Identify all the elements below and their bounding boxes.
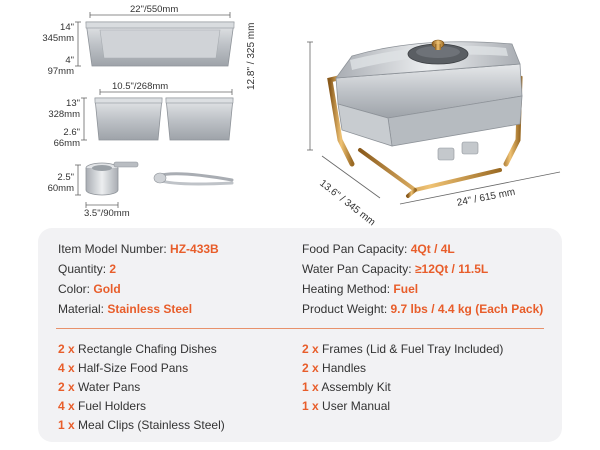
food-pan-drawing (75, 12, 235, 67)
content-qty: 4 x (58, 399, 75, 413)
food-pan-depth-in: 14" (60, 22, 74, 33)
food-pan-width-label: 22"/550mm (130, 4, 179, 15)
food-pan-height-label: 4" 97mm (40, 55, 74, 77)
spec-weight-label: Product Weight: (302, 302, 388, 316)
content-qty: 2 x (302, 342, 319, 356)
half-pan-depth-label: 13" 328mm (40, 98, 80, 120)
content-name: Fuel Holders (78, 399, 147, 413)
spec-material: Material: Stainless Steel (58, 302, 192, 316)
spec-material-label: Material: (58, 302, 105, 316)
content-item: 4 x Half-Size Food Pans (58, 361, 188, 375)
spec-food-pan-value: 4Qt / 4L (410, 242, 455, 256)
section-divider (56, 328, 544, 329)
content-name: Meal Clips (Stainless Steel) (78, 418, 225, 432)
spec-color: Color: Gold (58, 282, 121, 296)
food-pan-height-mm: 97mm (47, 66, 74, 77)
content-qty: 2 x (302, 361, 319, 375)
content-item: 1 x Assembly Kit (302, 380, 391, 394)
spec-quantity: Quantity: 2 (58, 262, 116, 276)
content-item: 2 x Rectangle Chafing Dishes (58, 342, 217, 356)
content-name: Frames (Lid & Fuel Tray Included) (322, 342, 504, 356)
half-pan-depth-mm: 328mm (48, 109, 80, 120)
content-item: 2 x Handles (302, 361, 366, 375)
content-qty: 4 x (58, 361, 75, 375)
spec-heating-value: Fuel (393, 282, 419, 296)
content-item: 2 x Frames (Lid & Fuel Tray Included) (302, 342, 503, 356)
content-qty: 2 x (58, 380, 75, 394)
spec-food-pan: Food Pan Capacity: 4Qt / 4L (302, 242, 455, 256)
half-pan-height-label: 2.6" 66mm (40, 127, 80, 149)
food-pan-depth-mm: 345mm (42, 33, 74, 44)
spec-food-pan-label: Food Pan Capacity: (302, 242, 408, 256)
chafer-height-label: 12.8" / 325 mm (246, 22, 257, 90)
product-drawings (75, 12, 561, 208)
content-name: Handles (322, 361, 367, 375)
content-name: User Manual (322, 399, 391, 413)
content-qty: 1 x (58, 418, 75, 432)
content-qty: 1 x (302, 399, 319, 413)
content-item: 4 x Fuel Holders (58, 399, 146, 413)
food-pan-depth-label: 14" 345mm (40, 22, 74, 44)
spec-model: Item Model Number: HZ-433B (58, 242, 219, 256)
spec-water-pan: Water Pan Capacity: ≥12Qt / 11.5L (302, 262, 488, 276)
content-qty: 1 x (302, 380, 319, 394)
spec-material-value: Stainless Steel (107, 302, 193, 316)
spec-heating-label: Heating Method: (302, 282, 391, 296)
spec-model-value: HZ-433B (170, 242, 219, 256)
spec-model-label: Item Model Number: (58, 242, 167, 256)
chafing-dish-drawing (307, 39, 561, 205)
content-name: Water Pans (78, 380, 141, 394)
content-name: Assembly Kit (321, 380, 391, 394)
spec-water-pan-value: ≥12Qt / 11.5L (414, 262, 489, 276)
content-qty: 2 x (58, 342, 75, 356)
half-pan-height-in: 2.6" (63, 127, 80, 138)
spec-card: Item Model Number: HZ-433B Quantity: 2 C… (38, 228, 562, 442)
content-item: 1 x User Manual (302, 399, 390, 413)
meal-clips-drawing (153, 172, 234, 186)
fuel-width-label: 3.5"/90mm (84, 208, 130, 219)
spec-weight-value: 9.7 lbs / 4.4 kg (Each Pack) (390, 302, 544, 316)
spec-water-pan-label: Water Pan Capacity: (302, 262, 412, 276)
half-pan-width-label: 10.5"/268mm (112, 81, 169, 92)
fuel-height-mm: 60mm (47, 183, 74, 194)
content-item: 1 x Meal Clips (Stainless Steel) (58, 418, 225, 432)
spec-color-value: Gold (93, 282, 121, 296)
spec-quantity-value: 2 (109, 262, 117, 276)
fuel-height-label: 2.5" 60mm (40, 172, 74, 194)
fuel-height-in: 2.5" (57, 172, 74, 183)
content-item: 2 x Water Pans (58, 380, 140, 394)
spec-heating: Heating Method: Fuel (302, 282, 418, 296)
half-pan-height-mm: 66mm (53, 138, 80, 149)
half-pans-drawing (81, 89, 234, 141)
spec-weight: Product Weight: 9.7 lbs / 4.4 kg (Each P… (302, 302, 543, 316)
content-name: Half-Size Food Pans (78, 361, 189, 375)
food-pan-height-in: 4" (65, 55, 74, 66)
spec-color-label: Color: (58, 282, 91, 296)
spec-quantity-label: Quantity: (58, 262, 107, 276)
product-illustration-area: 22"/550mm 14" 345mm 4" 97mm 10.5"/268mm … (40, 4, 561, 228)
half-pan-depth-in: 13" (66, 98, 80, 109)
content-name: Rectangle Chafing Dishes (78, 342, 217, 356)
fuel-holder-drawing (75, 161, 139, 208)
